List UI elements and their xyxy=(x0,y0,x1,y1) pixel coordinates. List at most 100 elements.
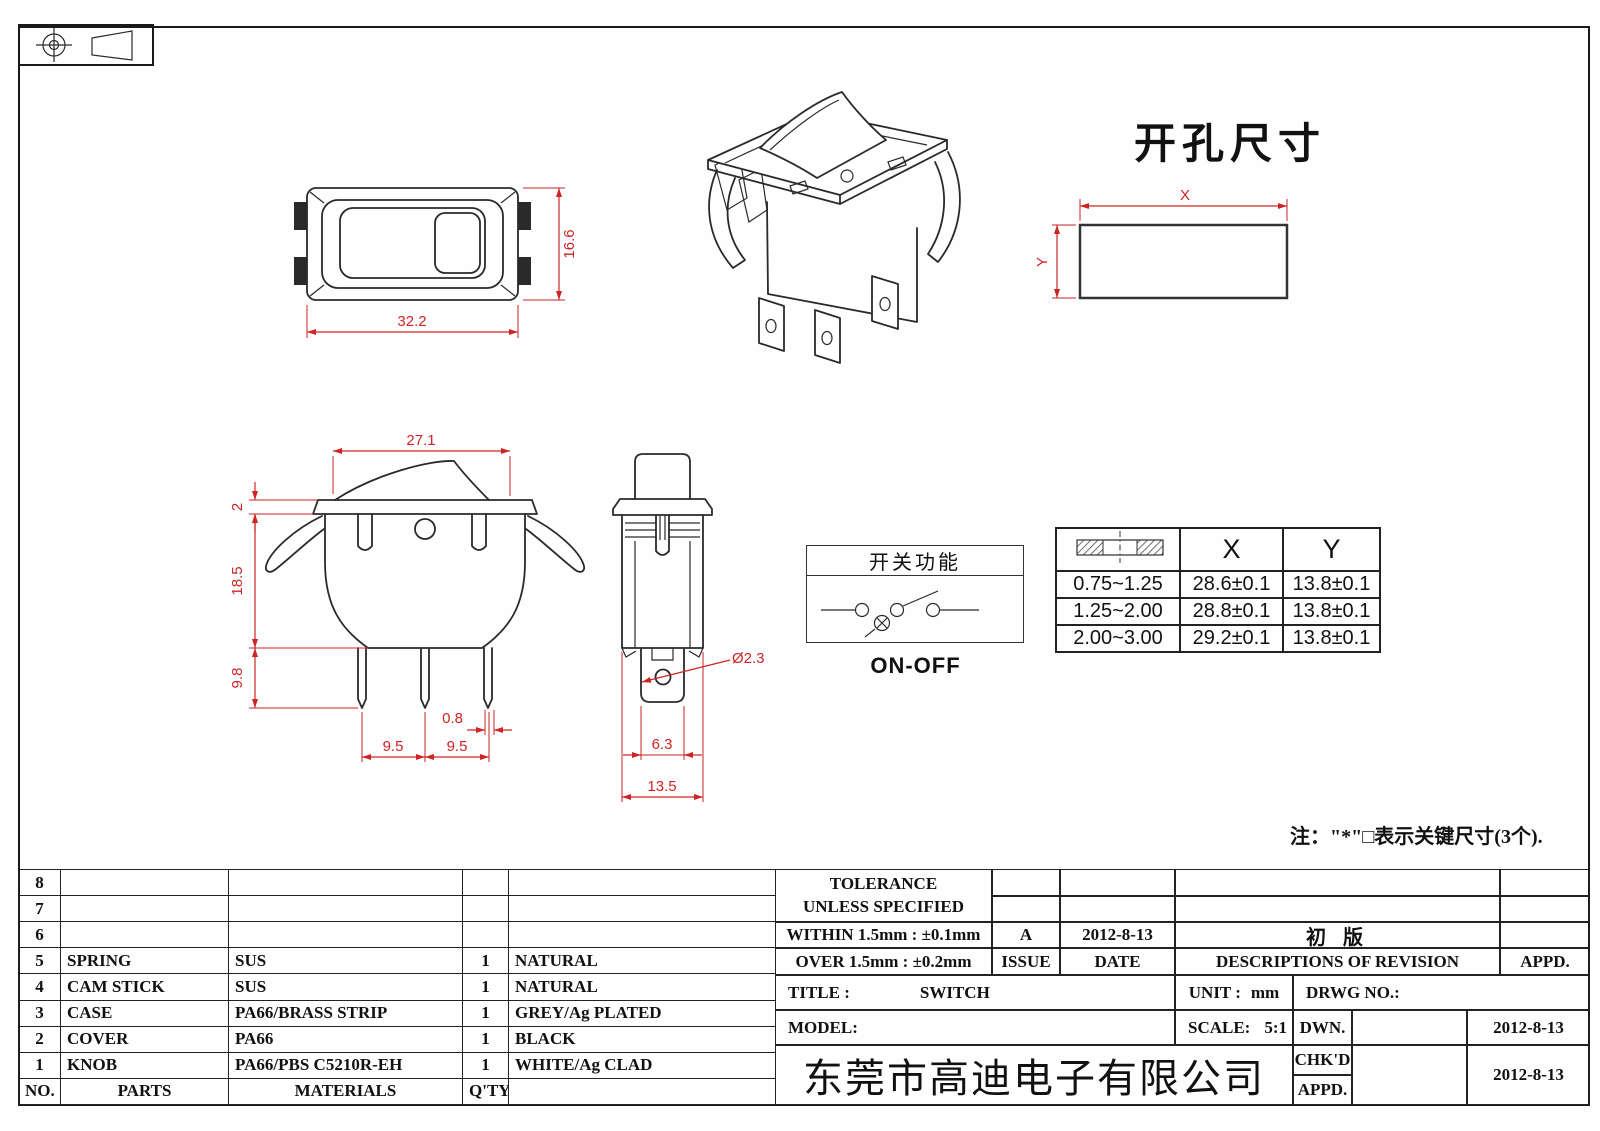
x-value: 28.6±0.1 xyxy=(1179,570,1284,599)
dim-label: 32.2 xyxy=(397,313,426,330)
revision-description: 初 版 xyxy=(1175,922,1500,948)
model-cell: MODEL: xyxy=(775,1010,1175,1045)
bom-material: PA66/PBS C5210R-EH xyxy=(228,1051,463,1079)
bom-finish xyxy=(508,868,776,897)
dim-label: 27.1 xyxy=(406,432,435,449)
bom-part xyxy=(60,921,229,949)
dim-label: 9.5 xyxy=(447,738,468,755)
iso-rocker xyxy=(759,91,887,179)
bom-no: 1 xyxy=(18,1051,61,1079)
chkd-label: CHK'D xyxy=(1293,1045,1352,1075)
bom-qty: 1 xyxy=(462,1051,509,1079)
table-row: 0.75~1.25 28.6±0.1 13.8±0.1 xyxy=(1055,570,1381,599)
bom-header-parts: PARTS xyxy=(60,1077,229,1106)
bom-part: CASE xyxy=(60,999,229,1027)
bom-material xyxy=(228,868,463,897)
table-row: 4 CAM STICK SUS 1 NATURAL xyxy=(18,973,776,1001)
thickness-range: 2.00~3.00 xyxy=(1055,624,1181,653)
dim-label: 16.6 xyxy=(561,229,578,258)
bom-no: 7 xyxy=(18,895,61,923)
bom-no: 8 xyxy=(18,868,61,897)
tolerance-header: TOLERANCE UNLESS SPECIFIED xyxy=(775,869,992,922)
table-row: 6 xyxy=(18,921,776,949)
bom-part: CAM STICK xyxy=(60,973,229,1001)
circuit-symbol-icon xyxy=(821,590,979,638)
dim-label: 2 xyxy=(229,503,246,511)
bom-part: COVER xyxy=(60,1025,229,1053)
issue-value: A xyxy=(992,922,1060,948)
top-view-dimensions: 32.2 16.6 xyxy=(306,187,578,338)
bom-material xyxy=(228,921,463,949)
table-row: 1 KNOB PA66/PBS C5210R-EH 1 WHITE/Ag CLA… xyxy=(18,1051,776,1079)
x-value: 28.8±0.1 xyxy=(1179,597,1284,626)
bom-finish: WHITE/Ag CLAD xyxy=(508,1051,776,1079)
dwn-label: DWN. xyxy=(1293,1010,1352,1045)
bom-no: 2 xyxy=(18,1025,61,1053)
bom-finish: BLACK xyxy=(508,1025,776,1053)
tolerance-over: OVER 1.5mm : ±0.2mm xyxy=(775,948,992,975)
scale-cell: SCALE: 5:1 xyxy=(1175,1010,1293,1045)
sheet-border xyxy=(18,26,1590,1106)
bom-qty: 1 xyxy=(462,973,509,1001)
revision-appd-empty xyxy=(1500,922,1590,948)
appd-label-2: APPD. xyxy=(1293,1075,1352,1105)
thickness-range: 1.25~2.00 xyxy=(1055,597,1181,626)
chkd-signature-empty xyxy=(1352,1045,1467,1105)
unit-label: UNIT : xyxy=(1188,982,1241,1002)
col-header-y: Y xyxy=(1282,527,1381,572)
panel-section-icon xyxy=(1076,531,1164,563)
side-view-outline xyxy=(612,453,713,703)
bom-header-qty: Q'TY xyxy=(462,1077,509,1106)
dim-label: Y xyxy=(1034,257,1051,267)
table-row: 2.00~3.00 29.2±0.1 13.8±0.1 xyxy=(1055,624,1381,653)
dim-label: 0.8 xyxy=(442,710,463,727)
y-value: 13.8±0.1 xyxy=(1282,570,1381,599)
drwg-no-cell: DRWG NO.: xyxy=(1293,975,1590,1010)
bom-no: 5 xyxy=(18,947,61,975)
bom-finish xyxy=(508,921,776,949)
bom-part: KNOB xyxy=(60,1051,229,1079)
tolerance-line1: TOLERANCE xyxy=(829,873,938,893)
top-view-drawing: 32.2 16.6 xyxy=(294,187,578,338)
bom-material: SUS xyxy=(228,947,463,975)
side-view-drawing: Ø2.3 6.3 13.5 xyxy=(612,453,765,802)
bom-material xyxy=(228,895,463,923)
bom-header-row: NO. PARTS MATERIALS Q'TY xyxy=(18,1077,776,1106)
mounting-clip xyxy=(518,202,531,230)
tolerance-within: WITHIN 1.5mm : ±0.1mm xyxy=(775,922,992,948)
bom-finish: GREY/Ag PLATED xyxy=(508,999,776,1027)
bom-no: 4 xyxy=(18,973,61,1001)
descriptions-label: DESCRIPTIONS OF REVISION xyxy=(1175,948,1500,975)
isometric-view-drawing xyxy=(707,91,961,364)
title-value: SWITCH xyxy=(919,982,990,1002)
front-view-drawing: 27.1 2 18.5 9.8 0.8 9.5 9.5 xyxy=(229,432,586,762)
projection-symbol-box xyxy=(18,24,154,66)
dim-label: 6.3 xyxy=(652,736,673,753)
x-value: 29.2±0.1 xyxy=(1179,624,1284,653)
function-box: 开关功能 xyxy=(806,545,1024,643)
issue-label: ISSUE xyxy=(992,948,1060,975)
appd-label: APPD. xyxy=(1500,948,1590,975)
rev-cell-empty xyxy=(1175,896,1500,922)
bom-header-finish xyxy=(508,1077,776,1106)
rev-cell-empty xyxy=(1060,896,1175,922)
unit-cell: UNIT : mm xyxy=(1175,975,1293,1010)
bom-material: PA66 xyxy=(228,1025,463,1053)
dwn-date: 2012-8-13 xyxy=(1467,1010,1590,1045)
chkd-date: 2012-8-13 xyxy=(1467,1045,1590,1105)
dim-label: Ø2.3 xyxy=(732,650,765,667)
bom-material: PA66/BRASS STRIP xyxy=(228,999,463,1027)
revision-date: 2012-8-13 xyxy=(1060,922,1175,948)
bom-qty: 1 xyxy=(462,1025,509,1053)
rev-cell-empty xyxy=(1175,869,1500,896)
y-value: 13.8±0.1 xyxy=(1282,597,1381,626)
bom-part xyxy=(60,895,229,923)
tolerance-line2: UNLESS SPECIFIED xyxy=(802,896,965,916)
table-row: 1.25~2.00 28.8±0.1 13.8±0.1 xyxy=(1055,597,1381,626)
mounting-clip xyxy=(294,202,307,230)
function-mode-label: ON-OFF xyxy=(870,653,961,678)
bom-qty: 1 xyxy=(462,947,509,975)
table-row: 8 xyxy=(18,868,776,897)
front-view-dimensions: 27.1 2 18.5 9.8 0.8 9.5 9.5 xyxy=(229,432,512,762)
